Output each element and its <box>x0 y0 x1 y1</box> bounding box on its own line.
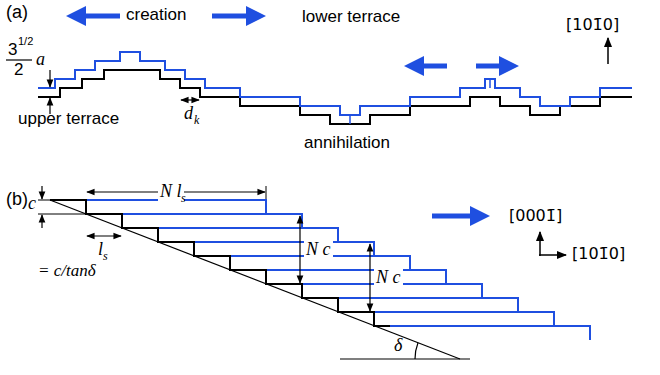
panel-letter: (a) <box>6 3 28 23</box>
process-label: creation <box>126 6 186 25</box>
step-height: 3 <box>8 41 17 60</box>
shift-length: N l <box>158 182 184 202</box>
shift-length-subscript: s <box>181 192 186 205</box>
step-width: l <box>98 240 103 260</box>
panel-letter: (b) <box>6 190 28 210</box>
step-width-formula: = c/tanδ <box>38 262 96 281</box>
kink-spacing: d <box>184 104 193 124</box>
tilt-angle: δ <box>394 336 402 356</box>
advanced-step <box>266 270 446 284</box>
advanced-step <box>122 214 302 228</box>
shift-height: N c <box>374 268 403 288</box>
direction-label: [0001̄] <box>509 207 562 225</box>
advanced-step <box>390 326 590 340</box>
direction-label: [101̄0] <box>566 16 619 34</box>
region-label: lower terrace <box>302 8 400 27</box>
region-label: upper terrace <box>18 110 119 129</box>
direction-label: [101̄0] <box>572 245 625 263</box>
shift-height: N c <box>304 240 333 260</box>
kink-spacing-subscript: k <box>194 114 199 127</box>
process-label: annihilation <box>304 134 390 153</box>
advanced-step <box>374 312 554 326</box>
advanced-step <box>86 200 266 214</box>
advanced-step <box>194 242 374 256</box>
advanced-step <box>338 298 518 312</box>
step-height-exponent: 1/2 <box>18 35 33 47</box>
lattice-constant: a <box>36 50 45 70</box>
original-steps <box>50 200 390 326</box>
step-width-subscript: s <box>103 250 108 263</box>
step-height: c <box>28 194 36 214</box>
step-height-denominator: 2 <box>14 61 23 80</box>
